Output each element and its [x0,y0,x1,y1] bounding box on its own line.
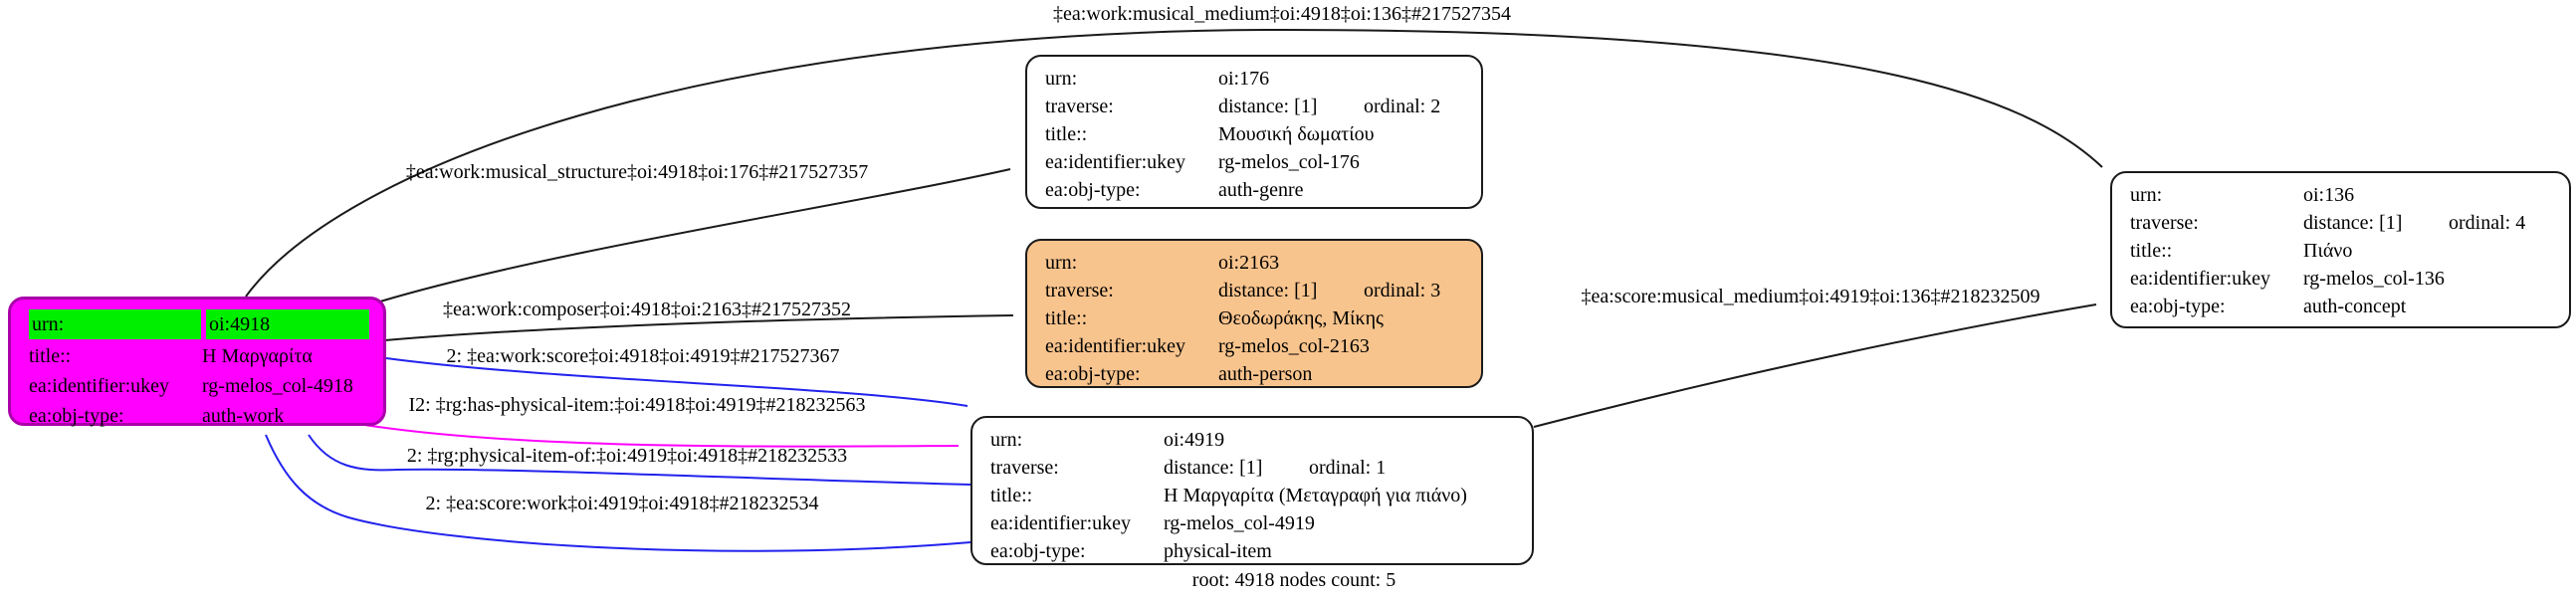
field-value: distance: [1] ordinal: 4 [2303,209,2555,237]
field-value: auth-concept [2303,296,2407,317]
field-value: Πιάνο [2303,240,2353,262]
node-oi-176[interactable]: urn: oi:176 traverse: distance: [1] ordin… [1025,55,1483,209]
traverse-ordinal: ordinal: 4 [2449,212,2526,234]
field-value: auth-person [1218,363,1313,385]
field-row-urn: urn: oi:136 [2130,181,2555,209]
field-value: oi:176 [1218,68,1270,90]
field-value: rg-melos_col-2163 [1218,335,1370,357]
field-row-title: title:: Μουσική δωματίου [1045,120,1467,148]
field-row-traverse: traverse: distance: [1] ordinal: 1 [990,454,1518,482]
graph-footer: root: 4918 nodes count: 5 [1191,569,1396,591]
field-value: rg-melos_col-4919 [1164,512,1315,534]
field-label: ea:identifier:ukey [29,375,170,397]
traverse-distance: distance: [1] [1218,96,1318,117]
field-value: distance: [1] ordinal: 3 [1218,277,1467,304]
field-label: traverse: [1045,280,1114,301]
traverse-distance: distance: [1] [1164,457,1263,479]
field-label: urn: [1045,68,1078,90]
field-value: Θεοδωράκης, Μίκης [1218,307,1384,329]
field-label: title:: [1045,307,1088,329]
field-label: urn: [29,309,201,339]
field-row-title: title:: Θεοδωράκης, Μίκης [1045,304,1467,332]
field-value: auth-genre [1218,179,1304,201]
field-label: title:: [990,485,1033,506]
edge-label-work-score: 2: ‡ea:work:score‡oi:4918‡oi:4919‡#21752… [446,345,840,367]
field-row-identifier: ea:identifier:ukey rg-melos_col-4918 [29,371,369,401]
field-row-urn: urn: oi:4918 [29,309,369,339]
field-value: oi:136 [2303,184,2355,206]
field-label: title:: [29,345,72,367]
field-row-obj-type: ea:obj-type: auth-person [1045,360,1467,388]
field-row-obj-type: ea:obj-type: auth-concept [2130,293,2555,320]
node-oi-4919[interactable]: urn: oi:4919 traverse: distance: [1] ordi… [970,416,1534,565]
field-value: oi:2163 [1218,252,1280,274]
traverse-ordinal: ordinal: 1 [1309,457,1387,479]
field-row-identifier: ea:identifier:ukey rg-melos_col-2163 [1045,332,1467,360]
field-label: ea:identifier:ukey [990,512,1132,534]
field-label: traverse: [990,457,1059,479]
field-row-identifier: ea:identifier:ukey rg-melos_col-176 [1045,148,1467,176]
field-row-urn: urn: oi:176 [1045,65,1467,93]
field-label: urn: [2130,184,2163,206]
field-row-urn: urn: oi:2163 [1045,249,1467,277]
field-label: ea:obj-type: [2130,296,2226,317]
field-label: urn: [1045,252,1078,274]
edge-label-physical-item-of: 2: ‡rg:physical-item-of:‡oi:4919‡oi:4918… [406,445,848,467]
traverse-distance: distance: [1] [1218,280,1318,301]
field-label: title:: [2130,240,2173,262]
field-value: Η Μαργαρίτα [202,345,313,367]
field-row-obj-type: ea:obj-type: physical-item [990,537,1518,565]
field-label: traverse: [1045,96,1114,117]
field-label: ea:obj-type: [1045,179,1141,201]
edge-score-musical-medium [1533,303,2097,428]
field-row-urn: urn: oi:4919 [990,426,1518,454]
traverse-ordinal: ordinal: 3 [1364,280,1441,301]
field-value: physical-item [1164,540,1272,562]
field-value: rg-melos_col-4918 [202,375,353,397]
field-value: Η Μαργαρίτα (Μεταγραφή για πιάνο) [1164,485,1467,506]
field-row-traverse: traverse: distance: [1] ordinal: 4 [2130,209,2555,237]
field-row-title: title:: Πιάνο [2130,237,2555,265]
field-label: ea:identifier:ukey [1045,335,1186,357]
field-label: ea:obj-type: [1045,363,1141,385]
field-row-obj-type: ea:obj-type: auth-genre [1045,176,1467,204]
field-value: distance: [1] ordinal: 1 [1164,454,1518,482]
field-row-traverse: traverse: distance: [1] ordinal: 3 [1045,277,1467,304]
field-label: title:: [1045,123,1088,145]
edge-label-score-work: 2: ‡ea:score:work‡oi:4919‡oi:4918‡#21823… [425,493,819,514]
edge-label-work-musical-medium: ‡ea:work:musical_medium‡oi:4918‡oi:136‡#… [1053,3,1511,25]
field-row-obj-type: ea:obj-type: auth-work [29,401,369,431]
field-label: ea:identifier:ukey [2130,268,2271,290]
field-value: oi:4919 [1164,429,1225,451]
edge-label-score-musical-medium: ‡ea:score:musical_medium‡oi:4919‡oi:136‡… [1581,286,2040,307]
edge-label-work-musical-structure: ‡ea:work:musical_structure‡oi:4918‡oi:17… [405,161,869,183]
field-value: rg-melos_col-176 [1218,151,1360,173]
field-label: ea:obj-type: [29,405,124,427]
traverse-ordinal: ordinal: 2 [1364,96,1441,117]
field-row-identifier: ea:identifier:ukey rg-melos_col-4919 [990,509,1518,537]
edge-label-has-physical-item: I2: ‡rg:has-physical-item:‡oi:4918‡oi:49… [408,394,866,416]
field-label: traverse: [2130,212,2199,234]
node-oi-136[interactable]: urn: oi:136 traverse: distance: [1] ordin… [2110,171,2571,328]
field-label: urn: [990,429,1023,451]
traverse-distance: distance: [1] [2303,212,2403,234]
edge-label-work-composer: ‡ea:work:composer‡oi:4918‡oi:2163‡#21752… [443,299,851,320]
node-oi-2163[interactable]: urn: oi:2163 traverse: distance: [1] ordi… [1025,239,1483,388]
field-value: auth-work [202,405,285,427]
field-row-traverse: traverse: distance: [1] ordinal: 2 [1045,93,1467,120]
field-value: rg-melos_col-136 [2303,268,2445,290]
field-row-identifier: ea:identifier:ukey rg-melos_col-136 [2130,265,2555,293]
edge-work-musical-structure [379,168,1011,302]
field-label: ea:identifier:ukey [1045,151,1186,173]
field-value: distance: [1] ordinal: 2 [1218,93,1467,120]
field-row-title: title:: Η Μαργαρίτα [29,341,369,371]
field-value: oi:4918 [206,309,369,339]
node-oi-4918[interactable]: urn: oi:4918 title:: Η Μαργαρίτα ea:iden… [8,297,386,427]
field-value: Μουσική δωματίου [1218,123,1375,145]
field-label: ea:obj-type: [990,540,1086,562]
field-row-title: title:: Η Μαργαρίτα (Μεταγραφή για πιάνο… [990,482,1518,509]
